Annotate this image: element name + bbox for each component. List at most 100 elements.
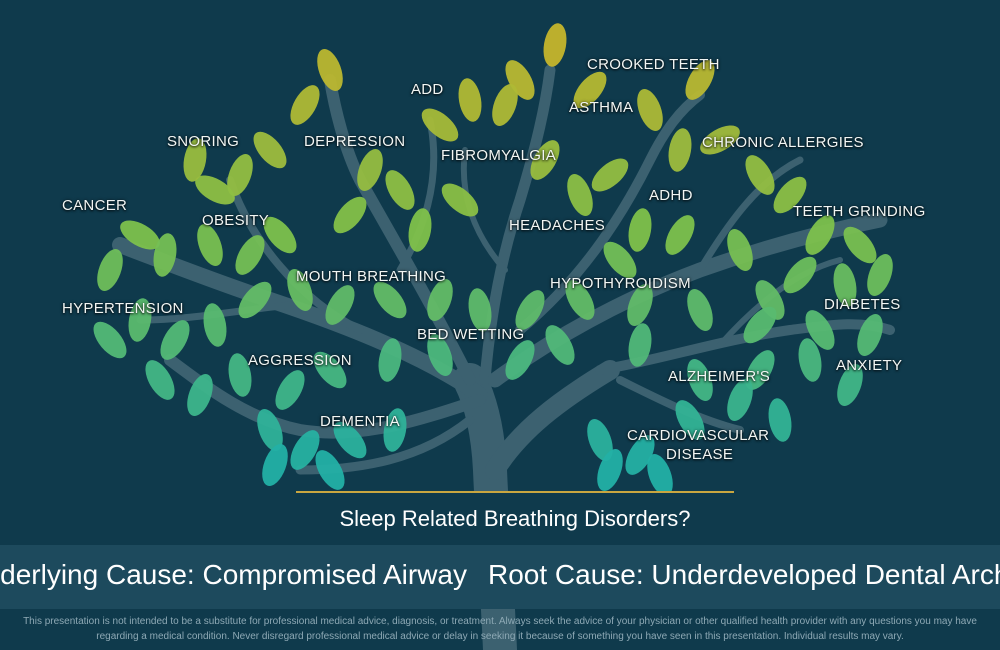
leaf bbox=[665, 215, 695, 255]
label-add: ADD bbox=[411, 81, 444, 98]
disclaimer-line-1: This presentation is not intended to be … bbox=[23, 616, 977, 627]
leaf bbox=[755, 280, 785, 320]
leaf bbox=[97, 248, 123, 292]
leaf bbox=[543, 23, 567, 67]
label-snoring: SNORING bbox=[167, 133, 240, 150]
leaf bbox=[203, 303, 227, 347]
leaf bbox=[408, 208, 432, 252]
leaf bbox=[687, 358, 713, 402]
leaf bbox=[228, 353, 252, 397]
leaf bbox=[160, 320, 190, 360]
leaf bbox=[857, 313, 883, 357]
leaf bbox=[120, 220, 160, 250]
leaf bbox=[378, 338, 402, 382]
leaf bbox=[315, 450, 345, 490]
leaf bbox=[183, 138, 207, 182]
leaf bbox=[263, 216, 297, 254]
leaf bbox=[195, 175, 235, 205]
leaf bbox=[253, 131, 287, 169]
question-banner: Sleep Related Breathing Disorders? bbox=[296, 491, 734, 547]
leaf bbox=[187, 373, 213, 417]
leaf bbox=[743, 306, 777, 344]
tree-branches bbox=[112, 64, 895, 650]
leaf bbox=[505, 60, 535, 100]
leaf bbox=[458, 78, 482, 122]
leaf bbox=[275, 370, 305, 410]
leaf bbox=[565, 280, 595, 320]
leaf bbox=[257, 408, 283, 452]
label-fibromyalgia: FIBROMYALGIA bbox=[441, 147, 557, 164]
leaf bbox=[637, 88, 663, 132]
root-cause-text: Root Cause: Underdeveloped Dental Arch bbox=[488, 559, 1000, 590]
leaf bbox=[727, 378, 753, 422]
label-cardiovascular: CARDIOVASCULAR bbox=[627, 427, 770, 444]
leaf bbox=[238, 281, 272, 319]
leaf bbox=[317, 48, 343, 92]
leaf bbox=[798, 338, 822, 382]
label-mouth-breathing: MOUTH BREATHING bbox=[296, 268, 447, 285]
leaf bbox=[153, 233, 177, 277]
leaf bbox=[421, 108, 459, 142]
label-alzheimers: ALZHEIMER'S bbox=[668, 368, 771, 385]
label-bed-wetting: BED WETTING bbox=[417, 326, 525, 343]
label-hypothyroidism: HYPOTHYROIDISM bbox=[550, 275, 691, 292]
label-chronic-allergies: CHRONIC ALLERGIES bbox=[702, 134, 864, 151]
leaf bbox=[468, 288, 492, 332]
leaf bbox=[727, 228, 753, 272]
leaf bbox=[373, 281, 407, 319]
leaf bbox=[603, 241, 637, 279]
leaf bbox=[837, 363, 863, 407]
leaf bbox=[427, 333, 453, 377]
label-teeth-grinding: TEETH GRINDING bbox=[793, 203, 926, 220]
underlying-cause-text: Underlying Cause: Compromised Airway bbox=[0, 559, 467, 590]
leaf bbox=[591, 158, 629, 192]
label-hypertension: HYPERTENSION bbox=[62, 300, 184, 317]
leaf bbox=[768, 398, 792, 442]
leaf bbox=[685, 60, 715, 100]
disclaimer-line-2: regarding a medical condition. Never dis… bbox=[96, 631, 904, 642]
leaf bbox=[530, 140, 560, 180]
label-depression: DEPRESSION bbox=[304, 133, 406, 150]
leaf bbox=[333, 421, 367, 459]
leaf bbox=[687, 288, 713, 332]
leaf bbox=[93, 321, 127, 359]
leaf bbox=[427, 278, 453, 322]
leaf bbox=[597, 448, 623, 492]
leaf bbox=[668, 128, 692, 172]
leaf bbox=[675, 400, 705, 440]
leaf bbox=[783, 256, 817, 294]
leaf bbox=[647, 453, 673, 497]
leaf bbox=[197, 223, 223, 267]
leaf bbox=[505, 340, 535, 380]
label-obesity: OBESITY bbox=[202, 212, 270, 229]
leaf bbox=[235, 235, 265, 275]
leaf bbox=[573, 71, 607, 109]
leaf bbox=[262, 443, 288, 487]
leaf bbox=[625, 435, 655, 475]
leaf bbox=[627, 283, 653, 327]
cause-band: Underlying Cause: Compromised Airway Roo… bbox=[0, 545, 1000, 609]
leaf bbox=[333, 196, 367, 234]
leaf bbox=[843, 226, 877, 264]
leaf bbox=[587, 418, 613, 462]
label-disease: DISEASE bbox=[666, 446, 734, 463]
leaf bbox=[128, 298, 152, 342]
leaf bbox=[385, 170, 415, 210]
leaf bbox=[515, 290, 545, 330]
leaf bbox=[773, 176, 807, 214]
leaf bbox=[745, 350, 775, 390]
leaf bbox=[805, 310, 835, 350]
leaf bbox=[745, 155, 775, 195]
leaf bbox=[628, 208, 652, 252]
leaf bbox=[441, 183, 479, 217]
leaf bbox=[833, 263, 857, 307]
label-diabetes: DIABETES bbox=[824, 296, 901, 313]
leaf bbox=[325, 285, 355, 325]
label-crooked-teeth: CROOKED TEETH bbox=[587, 56, 720, 73]
label-dementia: DEMENTIA bbox=[320, 413, 400, 430]
label-headaches: HEADACHES bbox=[509, 217, 606, 234]
leaf bbox=[145, 360, 175, 400]
leaf bbox=[287, 268, 313, 312]
question-text: Sleep Related Breathing Disorders? bbox=[339, 506, 691, 531]
leaf bbox=[383, 408, 407, 452]
